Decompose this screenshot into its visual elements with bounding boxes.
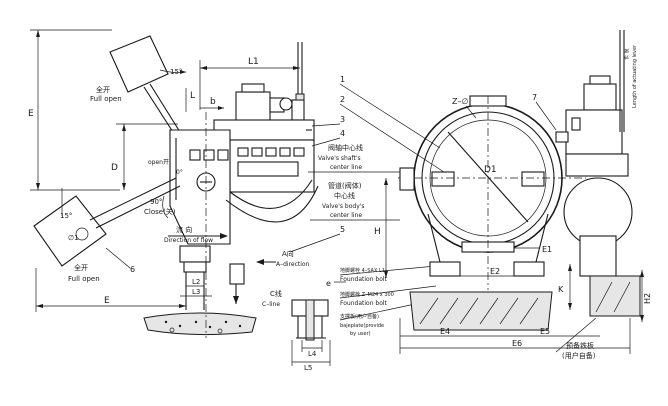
dim-L-label: L [190,91,195,101]
a-dir-cn: A向 [282,249,294,258]
flange-left [399,167,415,191]
callout-5: 5 [340,225,345,234]
callout-6: 6 [130,265,135,274]
a-dir-en: A–direction [276,261,310,268]
dim-L4-label: L4 [308,350,317,358]
dim-Zphi-label: Z–∅ [452,97,468,106]
full-open-top-en: Full open [90,95,122,103]
support-cn: 支撑板(用户自备) [340,313,379,320]
body-cn1: 管道(阀体) [328,181,362,190]
dim-E1-label: E1 [542,245,552,254]
fbolt2-en: Foundation bolt [340,300,388,307]
callout-3: 3 [340,115,345,124]
full-open-top-cn: 全开 [96,85,110,94]
lever-weight-bottom [33,177,181,267]
dim-K-label: K [558,285,564,294]
dim-H2 [640,270,644,322]
label-close: Close(关) [144,207,176,216]
support-en2: by user) [350,331,371,337]
length-en: Length of actuating lever [632,44,638,108]
angle-15-left: 15° [60,212,72,220]
arc-90 [162,195,169,219]
c-line-cn: C线 [270,289,282,298]
lever-weight-top [109,35,187,144]
dim-L1-label: L1 [248,57,259,67]
shaft-en2: center line [330,164,362,171]
dim-L4-L5 [291,340,331,366]
prep-plate-cn2: (用户自备) [562,351,596,360]
dim-E-bottom-label: E [104,296,110,306]
full-open-bot-cn: 全开 [74,263,88,272]
dim-D1-label: D1 [484,165,497,175]
dim-E6-label: E6 [512,339,522,348]
dim-L2-label: L2 [192,278,200,286]
callout-2: 2 [340,95,345,104]
bolt-detail [291,299,329,341]
length-cn: 长 度 [623,48,630,60]
body-cn2: 中心线 [334,191,355,200]
flow-arrow [168,233,228,239]
foundation-left [179,245,245,310]
dim-E6 [400,318,631,354]
dim-L1 [199,60,300,110]
dim-D-label: D [111,163,118,173]
actuator-left [213,42,315,193]
fbolt1-cn: 地脚螺栓 4–SAX L1 [340,267,385,274]
dim-E5-label: E5 [540,327,550,336]
prep-plate-cn: 预备铁板 [566,341,594,350]
dim-H-label: H [374,227,381,237]
dim-L5-label: L5 [304,364,312,372]
dim-E4-label: E4 [440,327,450,336]
callout-7: 7 [532,93,537,102]
angle-90: 90° [150,198,162,206]
dim-phi1-label: ∅1 [68,234,79,242]
dim-b [200,106,224,110]
dim-D-vertical [116,123,178,190]
c-line-en: C–line [262,301,280,308]
dim-E2-label: E2 [490,267,500,276]
dim-H2-label: H2 [643,293,652,304]
callout-4: 4 [340,129,345,138]
dim-E-label: E [28,109,34,119]
shaft-en1: Valve's shaft's [318,155,361,162]
dim-L3-label: L3 [192,288,200,296]
shaft-cn: 阀轴中心线 [328,143,363,152]
body-en2: center line [330,212,362,219]
angle-0: 0° [176,169,183,176]
valve-body-left [169,129,319,245]
ground-slab-left [143,312,257,336]
angle-15-top: 15° [170,68,182,76]
dim-b-label: b [210,97,216,107]
support-en1: bajeplate(provide [340,323,384,329]
flow-en: Direction of flow [164,237,213,244]
fbolt1-en: Foundation bolt [340,276,388,283]
full-open-bot-en: Full open [68,275,100,283]
body-en1: Valve's body's [322,203,365,210]
callout-1: 1 [340,75,345,84]
dim-K [568,264,572,310]
dim-H [384,178,388,278]
actuator-right [555,30,633,277]
flow-cn: 流 向 [176,225,192,234]
label-open: open开 [148,159,169,166]
dim-E-vertical [30,29,120,191]
dim-E-bottom [35,268,186,312]
ground-slab-right [409,275,641,331]
body-supports-right [427,213,549,277]
dim-e-label: e [326,279,331,288]
